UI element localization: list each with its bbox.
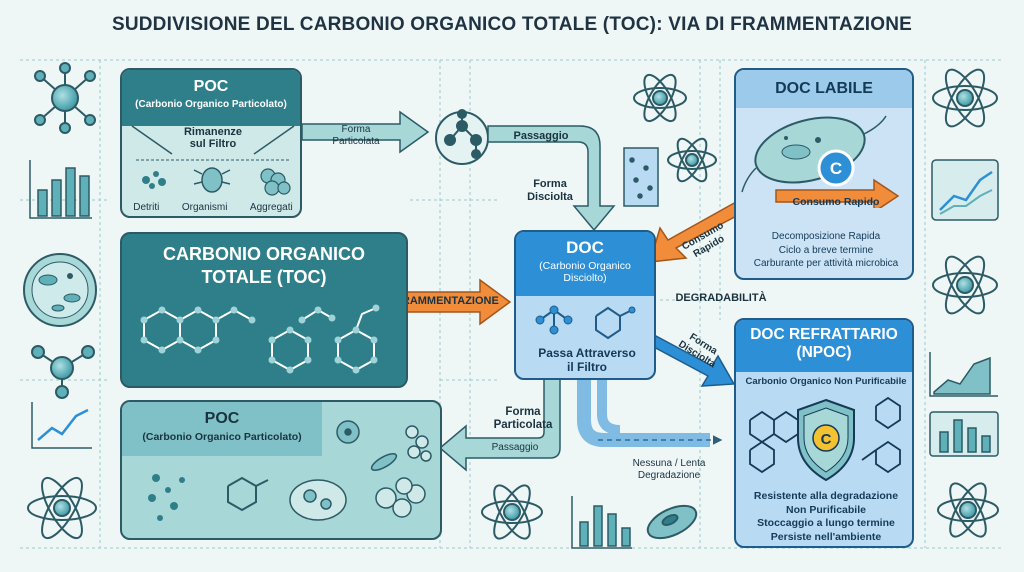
atom-icon-right-3 [937, 482, 999, 538]
poc-top-box: POC (Carbonio Organico Particolato) Rima… [120, 68, 302, 218]
arrow-forma-particolata-bottom [438, 377, 561, 472]
toc-title-line1: CARBONIO ORGANICO [163, 244, 365, 264]
doc-refrattario-line-2: Non Purificabile [786, 503, 866, 516]
poc-top-items: Detriti Organismi Aggregati [122, 202, 300, 213]
poc-bottom-title: POC [204, 410, 240, 427]
atom-icon-bottom-center [481, 484, 543, 540]
poc-top-subtitle: (Carbonio Organico Particolato) [135, 99, 287, 110]
doc-labile-description: Decomposizione Rapida Ciclo a breve term… [736, 230, 912, 271]
doc-header: DOC (Carbonio Organico Disciolto) [516, 232, 654, 296]
poc-top-item-aggregati: Aggregati [249, 202, 293, 213]
poc-bottom-subtitle: (Carbonio Organico Particolato) [142, 431, 302, 443]
poc-top-filter-illustration [131, 125, 295, 196]
doc-refrattario-illustration: C [749, 396, 901, 482]
doc-refrattario-subtitle: Carbonio Organico Non Purificabile [745, 376, 907, 387]
arrow-forma-disciolta-2 [651, 334, 736, 387]
poc-bottom-box: POC (Carbonio Organico Particolato) [120, 400, 442, 540]
atom-icon [27, 476, 97, 540]
poc-top-item-organismi: Organismi [181, 202, 228, 213]
doc-box: DOC (Carbonio Organico Disciolto) Passa … [514, 230, 656, 380]
doc-refrattario-badge: C [821, 431, 832, 448]
doc-labile-header: DOC LABILE [736, 70, 912, 108]
doc-labile-box: DOC LABILE C Consumo Rapido Decomposizio… [734, 68, 914, 280]
poc-top-header: POC (Carbonio Organico Particolato) [122, 70, 300, 126]
page-title: SUDDIVISIONE DEL CARBONIO ORGANICO TOTAL… [111, 14, 913, 35]
label-frammentazione: FRAMMENTAZIONE [395, 295, 499, 307]
doc-refrattario-line-3: Stoccaggio a lungo termine [757, 517, 895, 530]
bacterium-icon-bottom [646, 504, 698, 540]
atom-icon-right-2 [932, 255, 998, 315]
label-degradabilita: DEGRADABILITÀ [675, 292, 767, 304]
line-chart-icon [31, 402, 92, 449]
aggregati-icon [260, 168, 291, 196]
label-passaggio-top: Passaggio [513, 130, 569, 142]
organismi-icon [193, 167, 231, 193]
atom-icon-center-top [633, 73, 687, 123]
arrow-passaggio-to-doc [487, 125, 616, 232]
doc-pass-line1: Passa Attraverso [538, 346, 636, 360]
doc-labile-illustration: C [741, 115, 900, 208]
molecule-icon-center [435, 109, 489, 165]
background-grid [20, 59, 1004, 549]
doc-refrattario-title-line1: DOC REFRATTARIO [750, 326, 898, 343]
toc-title-line2: TOTALE (TOC) [201, 267, 327, 287]
bar-chart-icon [29, 160, 92, 219]
arrow-nessuna-degradazione [577, 378, 710, 447]
doc-labile-arrow-label: Consumo Rapido [792, 196, 880, 208]
doc-refrattario-description: Resistente alla degradazione Non Purific… [736, 490, 912, 545]
molecule-icon [34, 62, 96, 134]
poc-bottom-illustration [148, 420, 432, 521]
doc-refrattario-title-line2: (NPOC) [796, 344, 852, 361]
arrow-consumo-rapido-body [648, 201, 746, 263]
trend-chart-icon [931, 159, 999, 221]
toc-molecules-illustration [140, 304, 380, 374]
bar-chart-icon-bottom [571, 496, 632, 549]
detriti-icon [142, 171, 166, 189]
doc-molecules-illustration [535, 305, 636, 340]
bar-chart-icon-right [929, 411, 999, 457]
label-forma-particolata-top: Forma Particolata [332, 124, 380, 147]
doc-labile-title: DOC LABILE [775, 80, 873, 97]
label-forma-disciolta: Forma Disciolta [527, 178, 573, 203]
toc-box: CARBONIO ORGANICO TOTALE (TOC) [120, 232, 408, 388]
area-chart-icon [929, 352, 998, 397]
microbe-cell-icon [23, 253, 97, 327]
doc-refrattario-box: DOC REFRATTARIO (NPOC) Carbonio Organico… [734, 318, 914, 548]
doc-labile-line-1: Decomposizione Rapida [771, 231, 881, 242]
arrow-forma-particolata-top [301, 110, 430, 154]
doc-refrattario-header: DOC REFRATTARIO (NPOC) [736, 320, 912, 372]
poc-top-retained: Rimanenze sul Filtro [183, 126, 243, 151]
doc-labile-line-2: Ciclo a breve termine [778, 244, 874, 256]
filter-column-icon [623, 147, 659, 207]
label-passaggio-bottom: Passaggio [491, 442, 539, 453]
doc-refrattario-line-1: Resistente alla degradazione [753, 490, 899, 502]
poc-top-item-detriti: Detriti [133, 202, 160, 213]
label-nessuna-lenta: Nessuna / Lenta Degradazione [632, 458, 706, 481]
molecule-icon-2 [31, 345, 95, 399]
atom-icon-center-mid [667, 137, 717, 183]
doc-title: DOC [566, 238, 604, 257]
atom-icon-right-1 [932, 68, 998, 128]
poc-top-title: POC [193, 78, 229, 95]
doc-labile-line-3: Carburante per attività microbica [753, 258, 899, 269]
doc-pass-line2: il Filtro [567, 360, 607, 374]
doc-labile-badge: C [830, 159, 842, 178]
doc-subtitle-line2: Disciolto) [563, 272, 607, 284]
doc-subtitle-line1: (Carbonio Organico [539, 260, 631, 272]
doc-refrattario-line-4: Persiste nell'ambiente [770, 530, 882, 543]
label-forma-particolata-bottom: Forma Particolata [493, 406, 553, 432]
poc-bottom-header: POC (Carbonio Organico Particolato) [122, 402, 322, 456]
